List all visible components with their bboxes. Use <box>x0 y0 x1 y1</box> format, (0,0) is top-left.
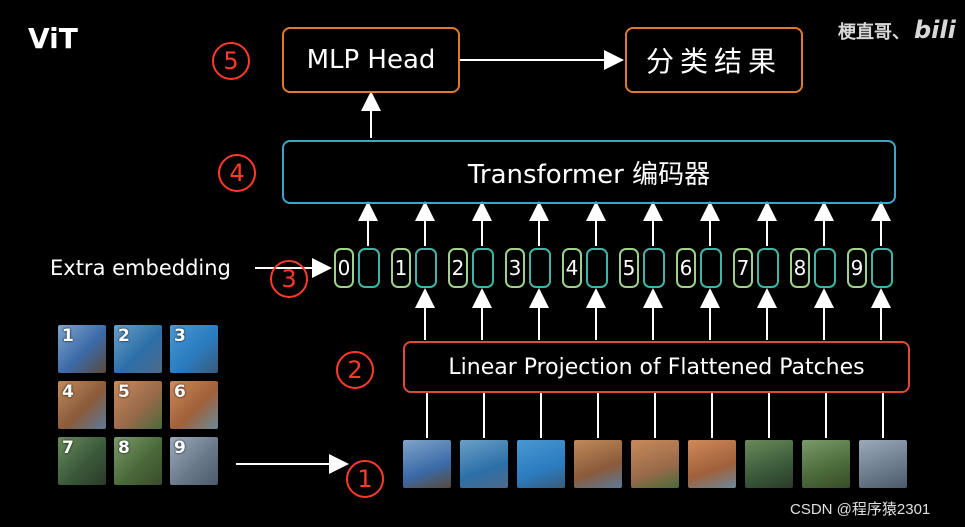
embedding-token-0 <box>358 248 380 288</box>
watermark-text: 梗直哥、 <box>838 22 910 43</box>
grid-patch-label: 2 <box>118 326 130 346</box>
position-token-3: 3 <box>505 248 525 288</box>
sequence-patch-1 <box>403 440 451 488</box>
classification-result-box: 分类结果 <box>625 27 803 93</box>
embedding-token-7 <box>757 248 779 288</box>
sequence-patch-3 <box>517 440 565 488</box>
sequence-patch-4 <box>574 440 622 488</box>
embedding-token-6 <box>700 248 722 288</box>
credit-text: CSDN @程序猿2301 <box>790 501 931 518</box>
sequence-patch-6 <box>688 440 736 488</box>
sequence-patch-5 <box>631 440 679 488</box>
embedding-token-2 <box>472 248 494 288</box>
grid-patch-6: 6 <box>170 381 218 429</box>
sequence-patch-9 <box>859 440 907 488</box>
grid-patch-5: 5 <box>114 381 162 429</box>
embedding-token-5 <box>643 248 665 288</box>
embedding-token-9 <box>871 248 893 288</box>
embedding-token-4 <box>586 248 608 288</box>
sequence-patch-8 <box>802 440 850 488</box>
grid-patch-label: 1 <box>62 326 74 346</box>
grid-patch-8: 8 <box>114 437 162 485</box>
embedding-token-3 <box>529 248 551 288</box>
grid-patch-4: 4 <box>58 381 106 429</box>
grid-patch-1: 1 <box>58 325 106 373</box>
extra-embedding-label: Extra embedding <box>50 256 231 280</box>
grid-patch-label: 9 <box>174 438 186 458</box>
embedding-token-1 <box>415 248 437 288</box>
watermark: 梗直哥、bili <box>838 16 956 44</box>
grid-patch-label: 4 <box>62 382 74 402</box>
grid-patch-3: 3 <box>170 325 218 373</box>
page-title: ViT <box>28 22 78 55</box>
grid-patch-7: 7 <box>58 437 106 485</box>
position-token-1: 1 <box>391 248 411 288</box>
position-token-8: 8 <box>790 248 810 288</box>
position-token-0: 0 <box>334 248 354 288</box>
step-4-marker: 4 <box>218 154 256 192</box>
step-3-marker: 3 <box>270 260 308 298</box>
grid-patch-2: 2 <box>114 325 162 373</box>
step-1-marker: 1 <box>346 460 384 498</box>
step-5-marker: 5 <box>212 42 250 80</box>
step-2-marker: 2 <box>336 351 374 389</box>
transformer-encoder-box: Transformer 编码器 <box>282 140 896 204</box>
grid-patch-label: 6 <box>174 382 186 402</box>
position-token-9: 9 <box>847 248 867 288</box>
position-token-7: 7 <box>733 248 753 288</box>
grid-patch-label: 5 <box>118 382 130 402</box>
grid-patch-label: 7 <box>62 438 74 458</box>
grid-patch-9: 9 <box>170 437 218 485</box>
grid-patch-label: 3 <box>174 326 186 346</box>
position-token-6: 6 <box>676 248 696 288</box>
mlp-head-box: MLP Head <box>282 27 460 93</box>
bilibili-logo: bili <box>914 16 956 44</box>
embedding-token-8 <box>814 248 836 288</box>
grid-patch-label: 8 <box>118 438 130 458</box>
linear-projection-box: Linear Projection of Flattened Patches <box>403 341 910 393</box>
position-token-4: 4 <box>562 248 582 288</box>
position-token-2: 2 <box>448 248 468 288</box>
sequence-patch-2 <box>460 440 508 488</box>
sequence-patch-7 <box>745 440 793 488</box>
position-token-5: 5 <box>619 248 639 288</box>
